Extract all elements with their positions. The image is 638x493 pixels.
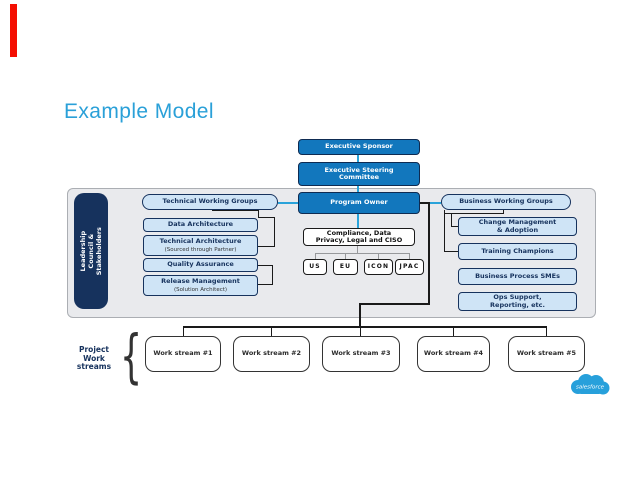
- node-executive-sponsor: Executive Sponsor: [298, 139, 420, 155]
- connector-line: [272, 265, 273, 285]
- connector-line: [359, 303, 361, 327]
- node-label: Executive Sponsor: [325, 142, 393, 151]
- connector-line: [258, 246, 275, 247]
- node-technical-architecture: Technical Architecture(Sourced through P…: [143, 235, 258, 256]
- connector-line: [359, 303, 430, 305]
- connector-line: [271, 328, 272, 336]
- workstreams-label: Project Work streams: [58, 345, 130, 372]
- node-leadership-council: Leadership Council & Stakeholders: [74, 193, 108, 309]
- node-label: Training Champions: [481, 246, 554, 255]
- connector-line: [451, 213, 452, 227]
- workstreams-label-line: streams: [76, 362, 112, 372]
- node-region-jpac: JPAC: [395, 259, 424, 275]
- workstreams-label-line: Project: [78, 345, 110, 354]
- node-training-champions: Training Champions: [458, 243, 577, 260]
- node-label: Work stream #1: [153, 349, 213, 358]
- node-label: Work stream #5: [516, 349, 577, 358]
- connector-line: [503, 210, 504, 214]
- connector-line: [357, 155, 359, 162]
- connector-line: [357, 246, 358, 253]
- node-region-icon: ICON: [364, 259, 393, 275]
- connector-line: [183, 326, 547, 328]
- connector-line: [357, 214, 359, 228]
- node-compliance: Compliance, Data Privacy, Legal and CISO: [303, 228, 415, 246]
- connector-line: [258, 217, 275, 218]
- node-workstream-1: Work stream #1: [145, 336, 221, 372]
- node-workstream-5: Work stream #5: [508, 336, 585, 372]
- node-label: Compliance, Data Privacy, Legal and CISO: [315, 228, 403, 244]
- connector-line: [357, 186, 359, 192]
- node-sublabel: (Sourced through Partner): [164, 246, 237, 253]
- connector-line: [444, 251, 458, 252]
- connector-line: [258, 210, 259, 218]
- connector-line: [258, 284, 272, 285]
- connector-line: [420, 202, 441, 204]
- connector-line: [444, 213, 503, 214]
- connector-line: [360, 328, 361, 336]
- node-label: US: [309, 262, 321, 270]
- node-label: Business Working Groups: [459, 197, 553, 206]
- node-release-management: Release Management(Solution Architect): [143, 275, 258, 296]
- accent-bar: [10, 4, 17, 57]
- node-workstream-2: Work stream #2: [233, 336, 310, 372]
- node-workstream-3: Work stream #3: [322, 336, 400, 372]
- node-label: Program Owner: [330, 198, 388, 207]
- connector-line: [212, 210, 258, 211]
- node-label: Executive Steering Committee: [324, 165, 394, 181]
- connector-line: [420, 202, 430, 204]
- node-label: Work stream #3: [331, 349, 391, 358]
- node-label: Technical Working Groups: [162, 197, 258, 206]
- workstreams-label-line: Work: [83, 353, 105, 363]
- node-label: Work stream #4: [423, 349, 484, 358]
- node-label: Change Management & Adoption: [478, 218, 557, 234]
- connector-line: [274, 217, 275, 247]
- node-data-architecture: Data Architecture: [143, 218, 258, 232]
- node-label: EU: [339, 262, 352, 270]
- node-technical-working-groups: Technical Working Groups: [142, 194, 278, 210]
- node-change-management: Change Management & Adoption: [458, 217, 577, 236]
- node-region-us: US: [303, 259, 327, 275]
- node-region-eu: EU: [333, 259, 358, 275]
- slide-title: Example Model: [64, 100, 214, 123]
- node-label: Work stream #2: [241, 349, 302, 358]
- node-label: Data Architecture: [167, 220, 234, 229]
- connector-line: [378, 253, 379, 259]
- connector-line: [315, 253, 410, 254]
- node-business-working-groups: Business Working Groups: [441, 194, 571, 210]
- node-workstream-4: Work stream #4: [417, 336, 490, 372]
- connector-line: [453, 328, 454, 336]
- node-label: Business Process SMEs: [475, 271, 560, 280]
- node-label: Ops Support, Reporting, etc.: [490, 293, 545, 309]
- salesforce-logo-label: salesforce: [576, 385, 605, 391]
- node-executive-steering-committee: Executive Steering Committee: [298, 162, 420, 186]
- connector-line: [278, 202, 298, 204]
- connector-line: [183, 328, 184, 336]
- node-label: ICON: [367, 262, 390, 270]
- node-label: Leadership Council & Stakeholders: [78, 226, 104, 276]
- connector-line: [345, 253, 346, 259]
- connector-line: [546, 328, 547, 336]
- connector-line: [315, 253, 316, 259]
- node-business-process-smes: Business Process SMEs: [458, 268, 577, 285]
- node-label: Quality Assurance: [167, 260, 234, 269]
- connector-line: [258, 265, 272, 266]
- node-program-owner: Program Owner: [298, 192, 420, 214]
- connector-line: [444, 210, 445, 252]
- node-ops-support: Ops Support, Reporting, etc.: [458, 292, 577, 311]
- node-label: Release Management(Solution Architect): [161, 277, 240, 293]
- connector-line: [428, 202, 430, 304]
- salesforce-logo-icon: salesforce: [571, 374, 610, 395]
- brace-glyph: {: [120, 322, 143, 390]
- node-quality-assurance: Quality Assurance: [143, 258, 258, 272]
- node-label: Technical Architecture(Sourced through P…: [159, 237, 242, 253]
- node-label: JPAC: [399, 262, 420, 270]
- connector-line: [451, 226, 458, 227]
- connector-line: [409, 253, 410, 259]
- node-sublabel: (Solution Architect): [173, 286, 228, 293]
